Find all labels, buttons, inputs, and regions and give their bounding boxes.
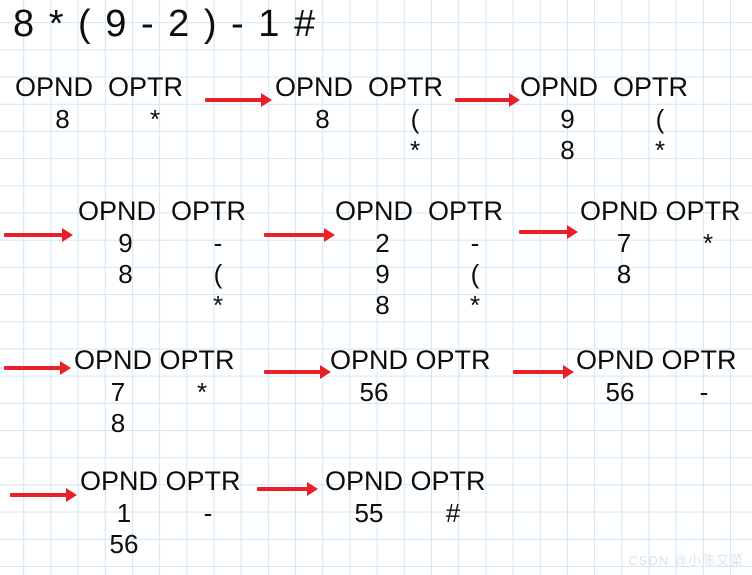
stack-header: OPND OPTR bbox=[15, 72, 184, 102]
stack-header: OPND OPTR bbox=[335, 196, 504, 226]
optr-column: ( * bbox=[409, 104, 421, 165]
stack-header: OPND OPTR bbox=[520, 72, 689, 102]
opnd-column: 9 8 bbox=[118, 228, 133, 289]
opnd-column: 2 9 8 bbox=[375, 228, 390, 320]
stack-step-3: OPND OPTR 9 8 ( * bbox=[520, 72, 705, 166]
stack-step-9: OPND OPTR 56 - bbox=[576, 345, 744, 408]
stack-header: OPND OPTR bbox=[330, 345, 491, 375]
stack-header: OPND OPTR bbox=[576, 345, 737, 375]
stack-step-8: OPND OPTR 56 bbox=[330, 345, 498, 408]
opnd-column: 8 bbox=[315, 104, 330, 134]
stack-header: OPND OPTR bbox=[78, 196, 247, 226]
opnd-column: 55 bbox=[354, 498, 384, 528]
stack-step-6: OPND OPTR 7 8 * bbox=[580, 196, 748, 290]
stack-header: OPND OPTR bbox=[275, 72, 444, 102]
stack-step-7: OPND OPTR 7 8 * bbox=[74, 345, 242, 439]
transition-arrow-8 bbox=[513, 365, 575, 379]
opnd-column: 7 8 bbox=[110, 377, 126, 438]
stack-header: OPND OPTR bbox=[580, 196, 741, 226]
opnd-column: 8 bbox=[55, 104, 70, 134]
opnd-column: 1 56 bbox=[109, 498, 139, 559]
transition-arrow-10 bbox=[257, 482, 319, 496]
stack-step-11: OPND OPTR 55 # bbox=[325, 466, 493, 529]
stack-step-2: OPND OPTR 8 ( * bbox=[275, 72, 460, 166]
transition-arrow-3 bbox=[4, 228, 74, 242]
optr-column bbox=[418, 375, 498, 408]
stack-step-5: OPND OPTR 2 9 8 - ( * bbox=[335, 196, 520, 321]
stack-header: OPND OPTR bbox=[325, 466, 486, 496]
transition-arrow-7 bbox=[264, 365, 332, 379]
transition-arrow-2 bbox=[455, 93, 521, 107]
expression-headline: 8 * ( 9 - 2 ) - 1 # bbox=[13, 3, 318, 45]
optr-column: * bbox=[702, 228, 714, 258]
csdn-watermark: CSDN @小陈又菜 bbox=[628, 553, 744, 568]
transition-arrow-5 bbox=[519, 225, 579, 239]
opnd-column: 56 bbox=[359, 377, 389, 407]
optr-column: # bbox=[445, 498, 461, 528]
optr-column: ( * bbox=[654, 104, 666, 165]
stack-header: OPND OPTR bbox=[74, 345, 235, 375]
optr-column: - ( * bbox=[469, 228, 481, 320]
transition-arrow-9 bbox=[10, 488, 78, 502]
stack-step-4: OPND OPTR 9 8 - ( * bbox=[78, 196, 263, 321]
optr-column: - ( * bbox=[212, 228, 224, 320]
stack-step-1: OPND OPTR 8 * bbox=[15, 72, 200, 135]
opnd-column: 56 bbox=[605, 377, 635, 407]
transition-arrow-6 bbox=[4, 361, 72, 375]
optr-column: - bbox=[203, 498, 213, 528]
opnd-column: 7 8 bbox=[616, 228, 632, 289]
opnd-column: 9 8 bbox=[560, 104, 575, 165]
optr-column: - bbox=[699, 377, 709, 407]
stack-header: OPND OPTR bbox=[80, 466, 241, 496]
optr-column: * bbox=[149, 104, 161, 134]
transition-arrow-4 bbox=[264, 228, 336, 242]
transition-arrow-1 bbox=[205, 93, 273, 107]
optr-column: * bbox=[196, 377, 208, 407]
stack-step-10: OPND OPTR 1 56 - bbox=[80, 466, 248, 560]
